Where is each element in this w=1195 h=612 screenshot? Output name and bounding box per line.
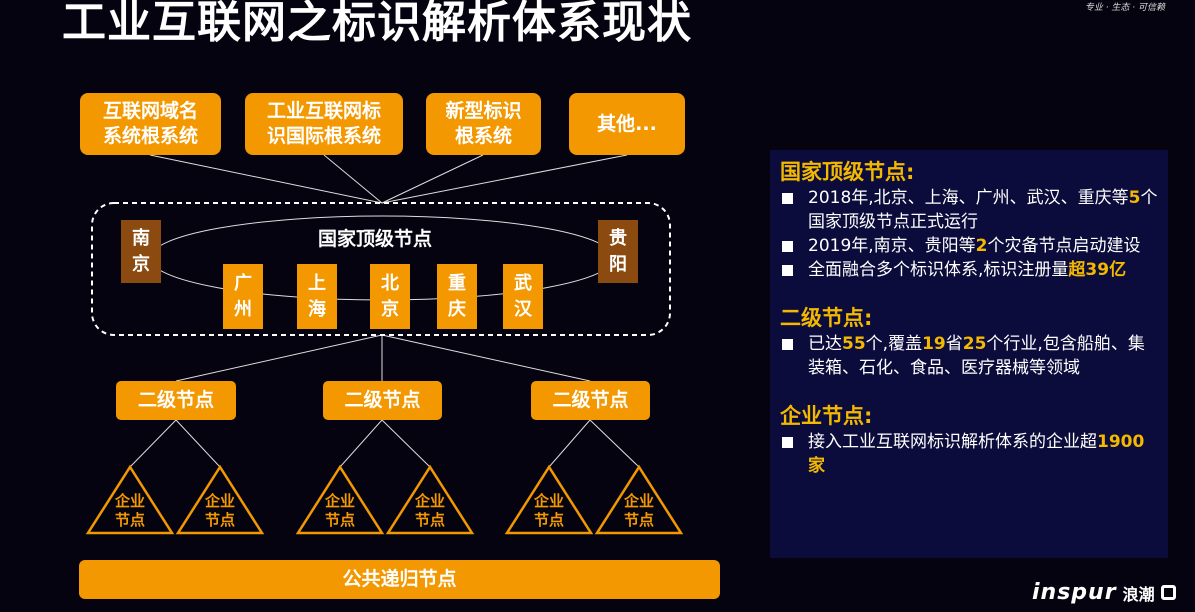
tagline: 专业 · 生态 · 可信赖 — [1084, 3, 1165, 13]
public-recursive-node[interactable]: 公共递归节点 — [79, 560, 720, 599]
label: 节点 — [414, 511, 445, 529]
secondary-node[interactable]: 二级节点 — [323, 381, 442, 420]
heading-national: 国家顶级节点: — [780, 160, 915, 184]
highlight: 5 — [1128, 188, 1141, 208]
label: 新型标识 — [445, 100, 522, 122]
label: 企业 — [204, 492, 235, 510]
text: 个国家顶级节点正式运行 — [808, 188, 1158, 232]
label: 企业 — [324, 492, 355, 510]
label: 庆 — [448, 298, 466, 320]
root-system-domain[interactable]: 互联网域名系统根系统 — [80, 93, 221, 155]
label: 节点 — [533, 511, 564, 529]
label: 节点 — [623, 511, 654, 529]
label: 阳 — [609, 253, 627, 275]
label: 互联网域名 — [102, 100, 198, 122]
highlight: 1900家 — [808, 432, 1145, 476]
logo-cn: 浪潮 — [1122, 584, 1155, 604]
label: 京 — [381, 298, 399, 320]
heading-enterprise: 企业节点: — [780, 404, 873, 428]
enterprise-node[interactable]: 企业节点 — [619, 492, 659, 530]
label: 识国际根系统 — [266, 125, 381, 147]
top-node-chongqing[interactable]: 重庆 — [437, 264, 477, 329]
top-node-wuhan[interactable]: 武汉 — [503, 264, 543, 329]
text: 接入工业互联网标识解析体系的企业超 — [808, 432, 1097, 452]
text: 2018年,北京、上海、广州、武汉、重庆等 — [808, 188, 1129, 208]
label: 根系统 — [454, 125, 512, 147]
enterprise-node[interactable]: 企业节点 — [110, 492, 150, 530]
text: 2019年,南京、贵阳等 — [808, 236, 976, 256]
logo-mark-icon — [1160, 585, 1176, 600]
label: 企业 — [414, 492, 445, 510]
label: 企业 — [623, 492, 654, 510]
text: 个灾备节点启动建设 — [987, 236, 1141, 256]
label: 上 — [308, 272, 326, 294]
bullet: 2018年,北京、上海、广州、武汉、重庆等5个国家顶级节点正式运行 — [780, 186, 1158, 234]
top-node-shanghai[interactable]: 上海 — [297, 264, 337, 329]
label: 武 — [514, 272, 532, 294]
logo-brand: inspur — [1032, 580, 1117, 605]
label: 节点 — [114, 511, 145, 529]
backup-node-nanjing[interactable]: 南京 — [121, 220, 161, 283]
root-system-industrial[interactable]: 工业互联网标识国际根系统 — [245, 93, 403, 155]
highlight: 2 — [975, 236, 988, 256]
label: 重 — [448, 272, 466, 294]
text: 个行业,包含船舶、集装箱、石化、食品、医疗器械等领域 — [808, 334, 1145, 378]
label: 工业互联网标 — [266, 100, 381, 122]
heading-secondary: 二级节点: — [780, 306, 873, 330]
label: 企业 — [114, 492, 145, 510]
top-node-beijing[interactable]: 北京 — [370, 264, 410, 329]
page-title: 工业互联网之标识解析体系现状 — [62, 0, 692, 48]
enterprise-node[interactable]: 企业节点 — [320, 492, 360, 530]
bullet: 全面融合多个标识体系,标识注册量超39亿 — [780, 258, 1158, 282]
label: 北 — [381, 272, 399, 294]
enterprise-node[interactable]: 企业节点 — [410, 492, 450, 530]
label: 广 — [234, 272, 252, 294]
info-panel: 国家顶级节点: 2018年,北京、上海、广州、武汉、重庆等5个国家顶级节点正式运… — [770, 150, 1168, 558]
label: 汉 — [514, 298, 532, 320]
highlight: 超39亿 — [1068, 260, 1127, 280]
inspur-logo: inspur 浪潮 — [1032, 580, 1176, 605]
text: 全面融合多个标识体系,标识注册量 — [808, 260, 1069, 280]
bullet: 已达55个,覆盖19省25个行业,包含船舶、集装箱、石化、食品、医疗器械等领域 — [780, 332, 1158, 380]
text: 个,覆盖 — [865, 334, 923, 354]
highlight: 25 — [962, 334, 987, 354]
secondary-node[interactable]: 二级节点 — [531, 381, 650, 420]
bullet: 接入工业互联网标识解析体系的企业超1900家 — [780, 430, 1158, 478]
root-system-new[interactable]: 新型标识根系统 — [426, 93, 541, 155]
enterprise-node[interactable]: 企业节点 — [200, 492, 240, 530]
bullet: 2019年,南京、贵阳等2个灾备节点启动建设 — [780, 234, 1158, 258]
secondary-node[interactable]: 二级节点 — [116, 381, 236, 420]
label: 系统根系统 — [102, 125, 198, 147]
label: 京 — [132, 253, 150, 275]
text: 省 — [945, 334, 963, 354]
label: 节点 — [324, 511, 355, 529]
label: 其他... — [597, 112, 657, 135]
label: 州 — [234, 298, 252, 320]
label: 海 — [308, 298, 326, 320]
backup-node-guiyang[interactable]: 贵阳 — [598, 220, 638, 283]
root-system-other[interactable]: 其他... — [569, 93, 685, 155]
highlight: 55 — [842, 334, 866, 354]
enterprise-node[interactable]: 企业节点 — [529, 492, 569, 530]
label: 南 — [132, 227, 150, 249]
top-node-guangzhou[interactable]: 广州 — [223, 264, 263, 329]
label: 节点 — [204, 511, 235, 529]
label: 企业 — [533, 492, 564, 510]
text: 已达 — [808, 334, 842, 354]
highlight: 19 — [922, 334, 946, 354]
label: 贵 — [609, 227, 627, 249]
national-node-label: 国家顶级节点 — [318, 228, 433, 250]
